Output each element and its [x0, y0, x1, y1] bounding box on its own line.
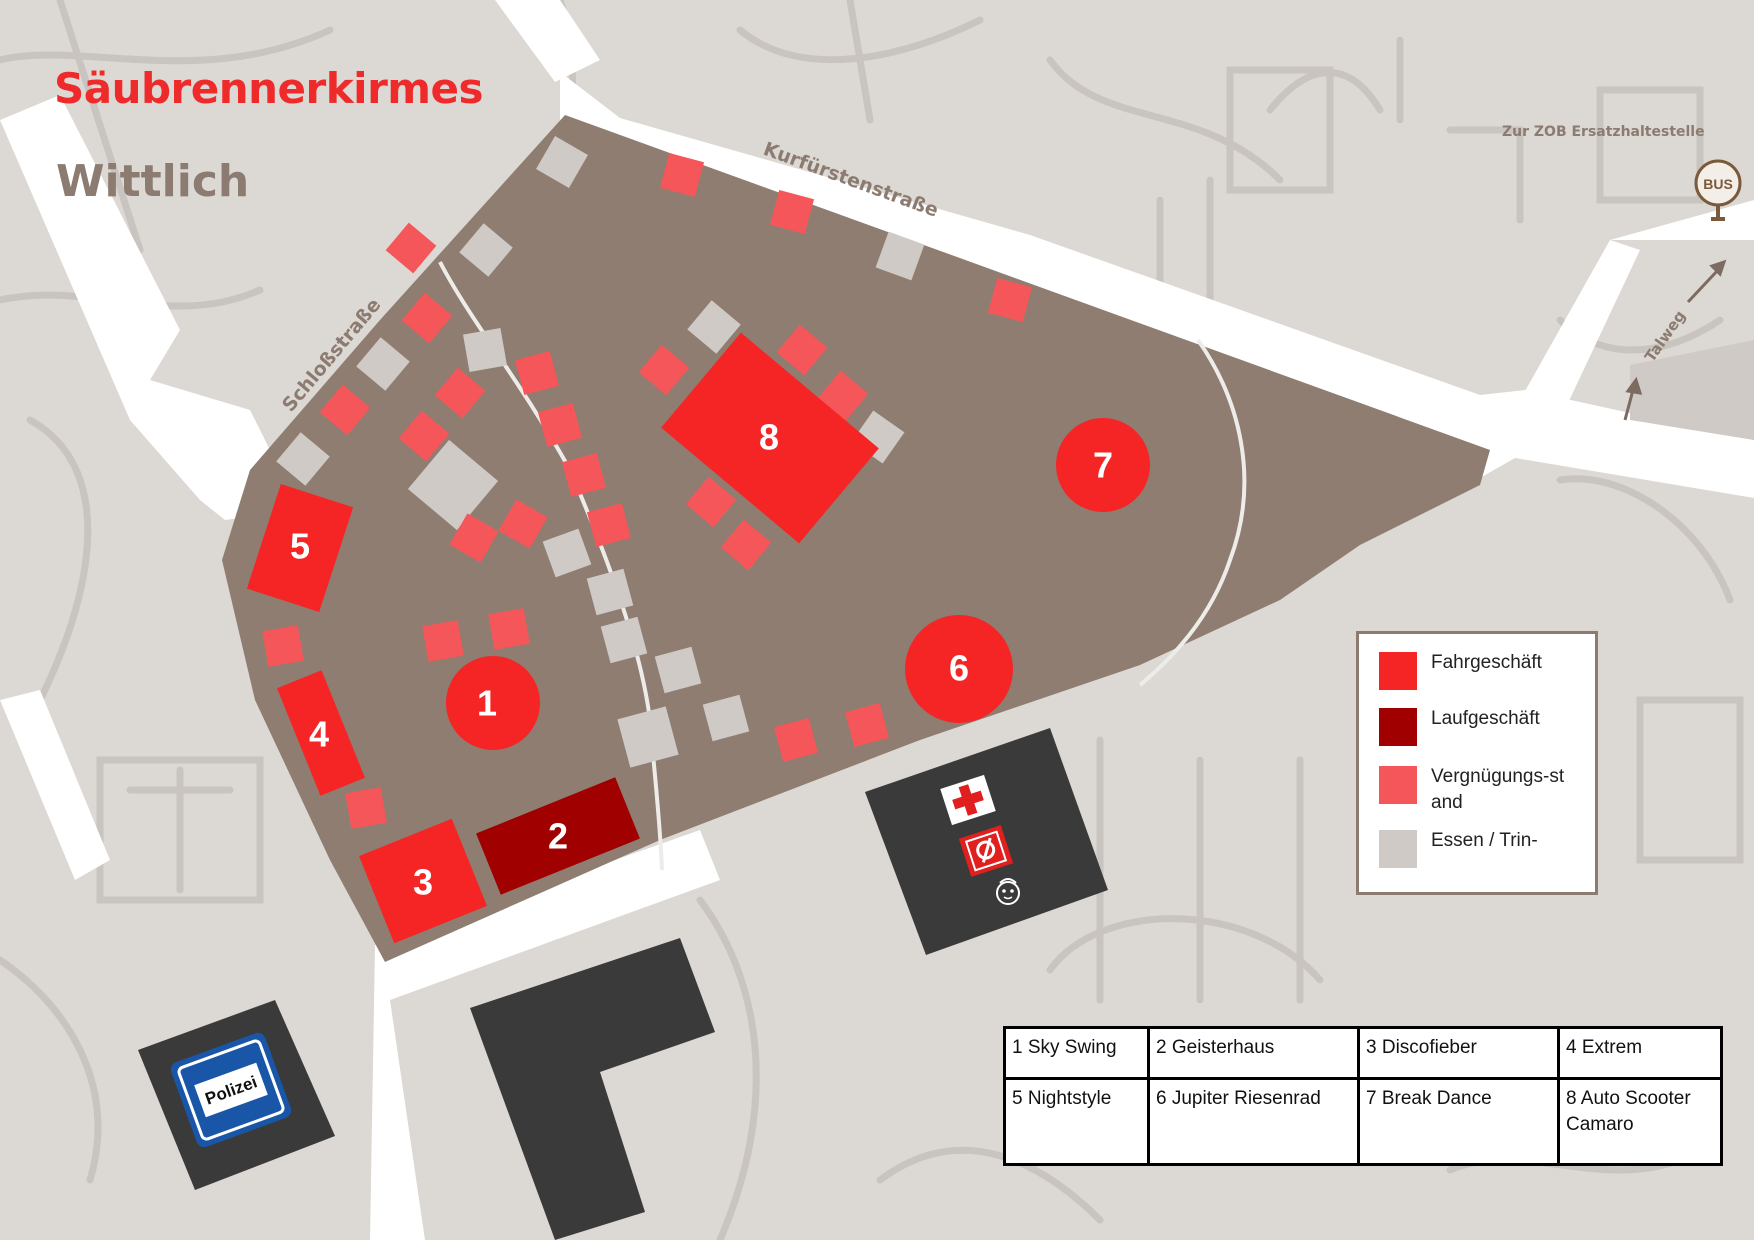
table-cell: 2 Geisterhaus: [1147, 1025, 1360, 1081]
table-cell: 8 Auto Scooter Camaro: [1557, 1077, 1723, 1166]
ride-number-7: 7: [1093, 445, 1113, 486]
ride-number-1: 1: [477, 683, 497, 724]
ride-8-shape: [661, 332, 879, 544]
ride-number-2: 2: [548, 816, 568, 857]
ride-number-6: 6: [949, 648, 969, 689]
rides: [246, 332, 1150, 944]
legend-label: Fahrgeschäft: [1431, 652, 1542, 673]
page-title: Säubrennerkirmes: [54, 64, 484, 113]
legend-label: Essen / Trin-: [1431, 830, 1538, 851]
table-cell: 5 Nightstyle: [1003, 1077, 1150, 1166]
table-cell: 6 Jupiter Riesenrad: [1147, 1077, 1360, 1166]
legend-swatch: [1379, 652, 1417, 690]
legend-swatch: [1379, 766, 1417, 804]
building-corner: [1630, 340, 1754, 440]
table-cell: 4 Extrem: [1557, 1025, 1723, 1081]
legend-label: Vergnügungs-stand: [1431, 766, 1565, 813]
rides-table: 1 Sky Swing 2 Geisterhaus 3 Discofieber …: [1003, 1025, 1723, 1166]
bus-stop-label: Zur ZOB Ersatzhaltestelle: [1502, 124, 1705, 140]
ride-numbers: 5 4 3 2 1 6 7 8: [290, 417, 1113, 903]
ride-1-shape: [446, 656, 540, 750]
l-shaped-building: [470, 938, 715, 1240]
lost-child-icon: [996, 878, 1020, 905]
table-cell: 3 Discofieber: [1357, 1025, 1560, 1081]
bus-stop-icon: BUS: [1694, 159, 1742, 221]
direction-arrows: [1623, 259, 1727, 421]
ride-3-shape: [359, 818, 487, 944]
ride-7-shape: [1056, 418, 1150, 512]
legend-label: Laufgeschäft: [1431, 708, 1540, 729]
legend-swatch: [1379, 708, 1417, 746]
ride-number-5: 5: [290, 526, 310, 567]
table-row: 1 Sky Swing 2 Geisterhaus 3 Discofieber …: [1003, 1025, 1723, 1081]
legend: Fahrgeschäft Laufgeschäft Vergnügungs-st…: [1356, 631, 1598, 895]
police-sign-icon: Polizei: [170, 1032, 292, 1148]
ride-number-3: 3: [413, 862, 433, 903]
amusement-stands: [262, 152, 1033, 829]
fairground-area: [222, 115, 1490, 962]
first-aid-icon: [940, 774, 996, 826]
bus-sign-text: BUS: [1703, 176, 1733, 192]
page-subtitle: Wittlich: [56, 156, 250, 207]
table-cell: 1 Sky Swing: [1003, 1025, 1150, 1081]
ride-4-shape: [277, 670, 365, 796]
table-cell: 7 Break Dance: [1357, 1077, 1560, 1166]
ride-5-shape: [246, 483, 354, 613]
ride-number-8: 8: [759, 417, 779, 458]
buildings: [138, 728, 1108, 1240]
arrow-up-right-icon: [1686, 268, 1720, 304]
food-stands: [276, 136, 925, 768]
ride-6-shape: [905, 615, 1013, 723]
ride-2-shape: [476, 777, 640, 895]
legend-swatch: [1379, 830, 1417, 868]
arrow-up-icon: [1623, 389, 1635, 421]
table-row: 5 Nightstyle 6 Jupiter Riesenrad 7 Break…: [1003, 1077, 1723, 1166]
ride-number-4: 4: [309, 714, 329, 755]
fire-brigade-icon: [958, 825, 1014, 877]
